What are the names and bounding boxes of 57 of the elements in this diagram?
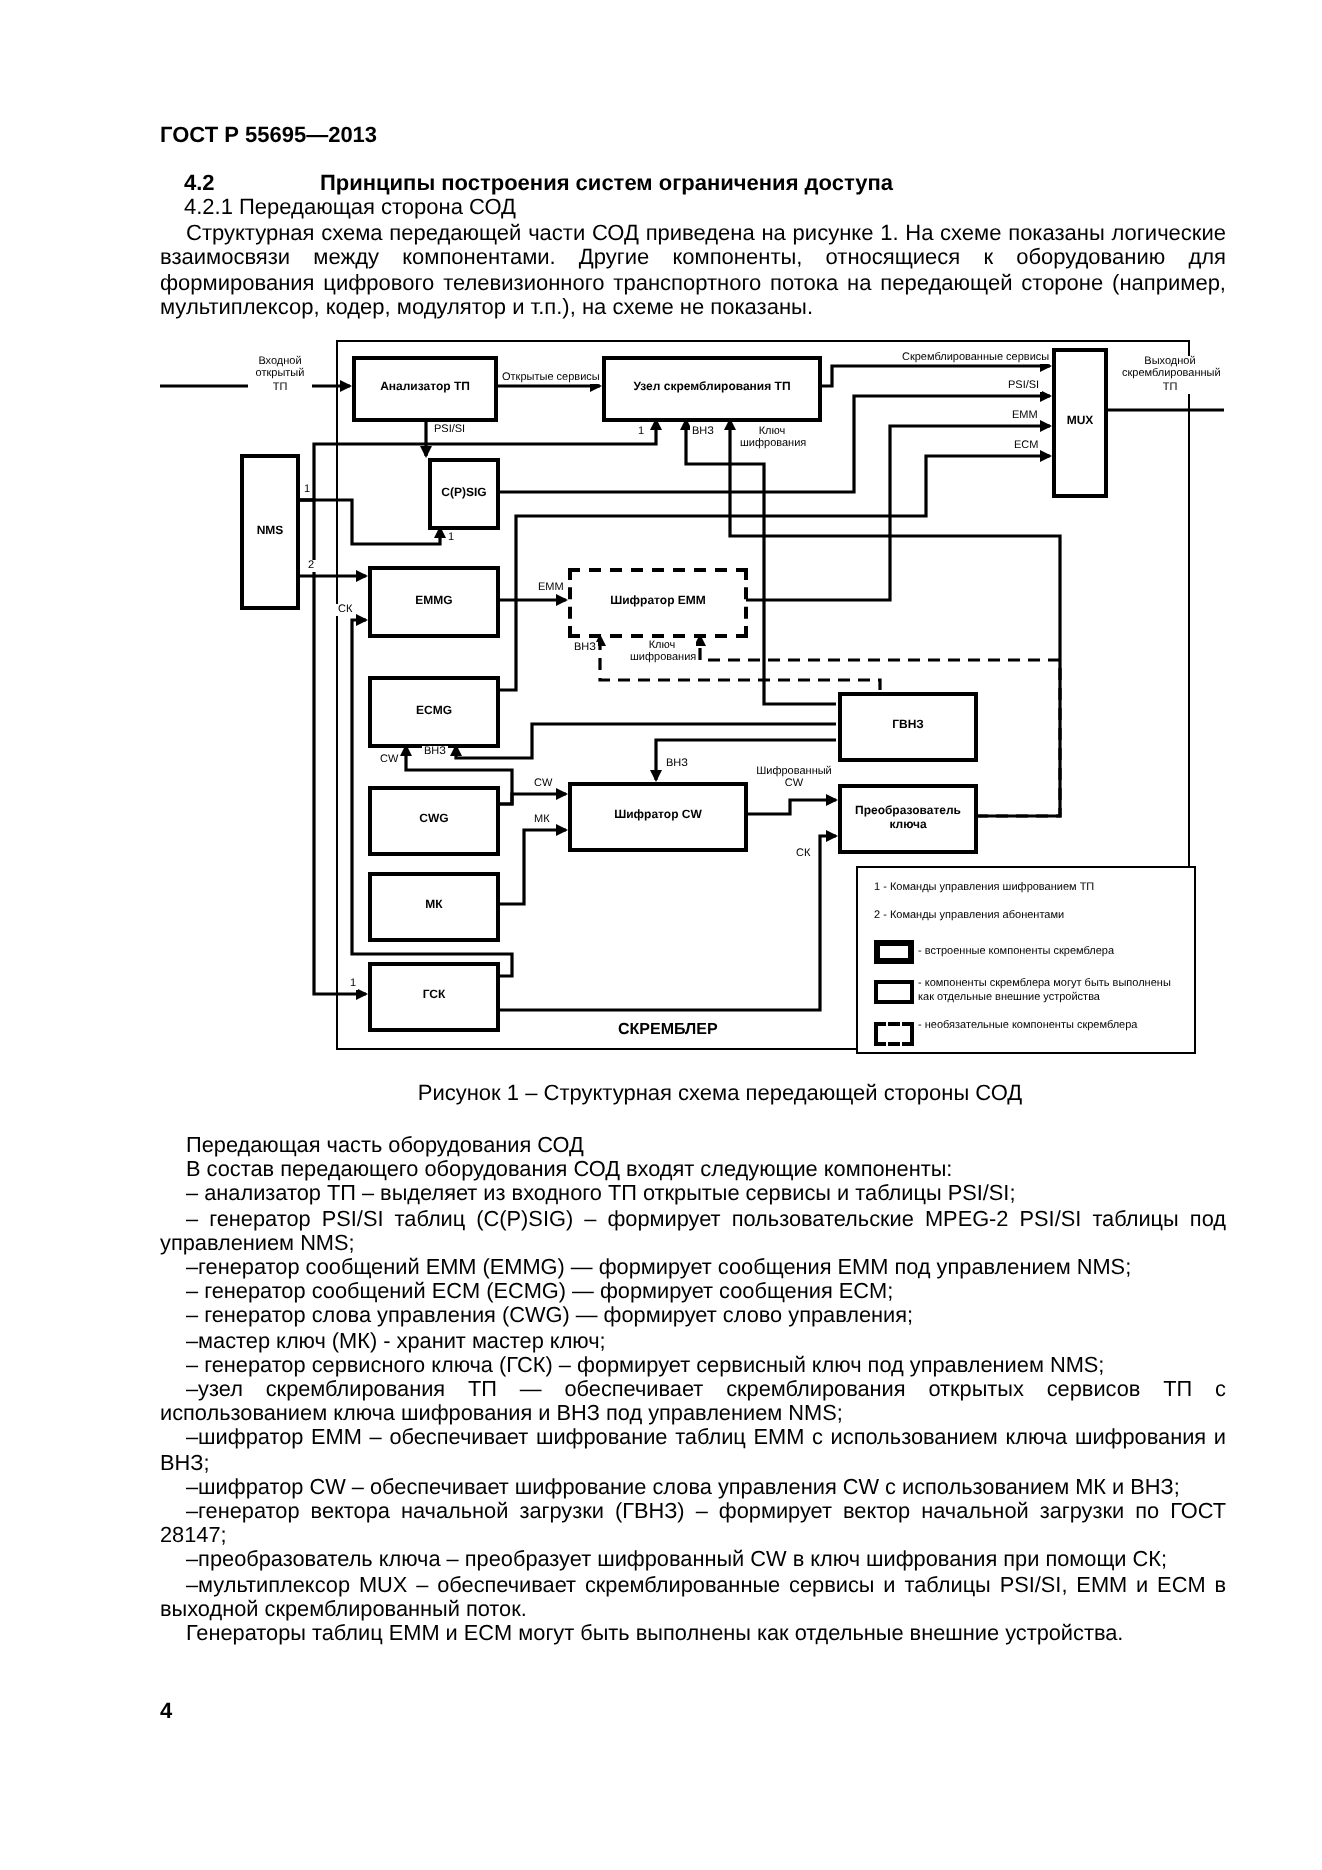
body-text: – генератор сообщений ECM (ECMG) — формирует сообщения ECM; — [184, 1280, 896, 1305]
component-box — [368, 962, 500, 1032]
subsection-heading: 4.2.1 Передающая сторона СОД — [184, 196, 516, 221]
arrow — [594, 634, 882, 690]
component-box — [838, 692, 978, 762]
component-box — [240, 454, 300, 610]
arrow — [450, 722, 836, 760]
body-text: Генераторы таблиц EMM и ECM могут быть выполнены как отдельные внешние устройства. — [184, 1622, 1126, 1647]
body-text: –узел скремблирования ТП — обеспечивает скремблирования открытых сервисов ТП с использованием ключа шифрования и ВНЗ под управлением NMS; — [160, 1378, 1226, 1427]
arrow — [498, 390, 1052, 494]
component-box — [368, 676, 500, 748]
component-box — [1052, 348, 1108, 498]
component-box — [368, 872, 500, 942]
arrow — [420, 420, 432, 458]
arrow — [300, 570, 368, 582]
arrow — [498, 788, 568, 806]
arrow — [300, 498, 368, 1000]
body-text: – генератор PSI/SI таблиц (C(P)SIG) – формирует пользовательские MPEG-2 PSI/SI таблицы под управлением NMS; — [160, 1207, 1226, 1257]
body-text: –преобразователь ключа – преобразует шифрованный CW в ключ шифрования при помощи СК; — [184, 1548, 1170, 1574]
body-text: –генератор сообщений EMM (EMMG) — формирует сообщения EMM под управлением NMS; — [184, 1256, 1134, 1281]
body-text: –мультиплексор MUX – обеспечивает скремблированные сервисы и таблицы PSI/SI, EMM и ECM в выходной скремблированный поток. — [160, 1573, 1226, 1623]
header: ГОСТ Р 55695—2013 — [160, 124, 378, 149]
arrow — [820, 360, 1052, 388]
body-text: –шифратор EMM – обеспечивает шифрование таблиц EMM с использованием ключа шифрования и ВНЗ; — [160, 1426, 1226, 1476]
page-number: 4 — [160, 1700, 173, 1725]
section-number: 4.2 — [184, 172, 215, 197]
component-box — [368, 786, 500, 856]
arrow — [746, 794, 838, 816]
scrambler-title: СКРЕМБЛЕР — [618, 1022, 718, 1040]
arrow — [350, 614, 514, 978]
body-text: –генератор вектора начальной загрузки (ГВНЗ) – формирует вектор начальной загрузки по ГОСТ 28147; — [160, 1500, 1226, 1549]
section-heading: Принципы построения систем ограничения доступа — [320, 172, 894, 197]
component-box — [568, 782, 748, 852]
component-box — [602, 356, 822, 422]
arrow — [498, 830, 838, 1012]
body-text: Передающая часть оборудования СОД — [184, 1134, 586, 1159]
component-box — [368, 566, 500, 638]
figure-caption: Рисунок 1 – Структурная схема передающей стороны СОД — [415, 1082, 1025, 1107]
arrow — [724, 418, 1062, 818]
paragraph: Структурная схема передающей части СОД приведена на рисунке 1. На схеме показаны логические взаимосвязи между компонентами. Другие компоненты, относящиеся к оборудованию для формирования цифрового телевизионного транспортного потока на передающей стороне (например, мультиплексор, кодер, модулятор и т.п.), на схеме не показаны. — [160, 222, 1226, 321]
body-text: В состав передающего оборудования СОД входят следующие компоненты: — [184, 1158, 955, 1183]
body-text: – генератор сервисного ключа (ГСК) – формирует сервисный ключ под управлением NMS; — [184, 1353, 1107, 1379]
arrow — [498, 450, 1052, 692]
body-text: –мастер ключ (МК) - хранит мастер ключ; — [184, 1329, 608, 1354]
arrow — [680, 418, 836, 706]
body-text: –шифратор CW – обеспечивает шифрование слова управления CW с использованием МК и ВНЗ; — [184, 1475, 1182, 1501]
arrow — [650, 738, 836, 782]
body-text: – анализатор ТП – выделяет из входного ТП открытые сервисы и таблицы PSI/SI; — [184, 1182, 1018, 1208]
body-text: – генератор слова управления (CWG) — формирует слово управления; — [184, 1304, 916, 1330]
component-box — [428, 458, 500, 530]
arrow — [694, 634, 1062, 818]
arrow — [498, 824, 568, 906]
arrow — [496, 380, 602, 392]
component-box — [838, 784, 978, 854]
component-box — [352, 356, 498, 422]
arrow — [498, 594, 568, 606]
arrow — [746, 420, 1052, 602]
